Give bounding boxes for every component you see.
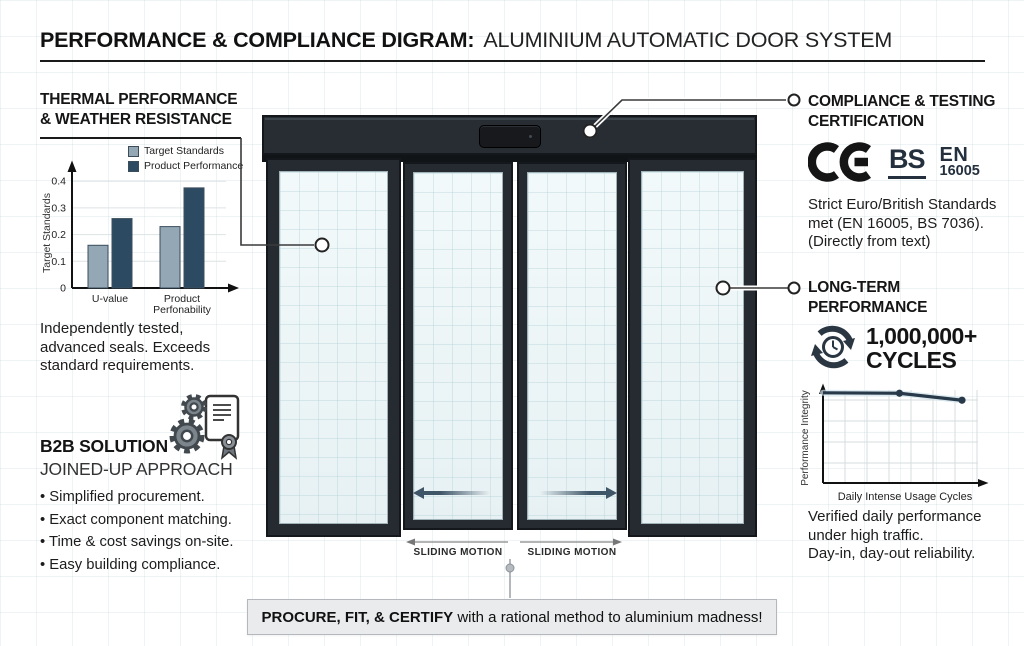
svg-text:Product: Product: [164, 293, 200, 305]
b2b-heading: B2B SOLUTION: [40, 436, 168, 456]
slide-right-arrow-icon: [540, 486, 618, 499]
legend-item: Product Performance: [128, 160, 243, 172]
door-sliding-panel-right: [517, 162, 627, 530]
door-fixed-panel-right: [628, 158, 757, 537]
longterm-description: Verified daily performance under high tr…: [808, 508, 982, 562]
slide-left-arrow-icon: [412, 486, 490, 499]
page-title-regular: ALUMINIUM AUTOMATIC DOOR SYSTEM: [483, 28, 893, 52]
door-track: [262, 155, 757, 162]
cycles-count: 1,000,000+ CYCLES: [866, 323, 977, 373]
certification-marks: BS EN 16005: [808, 140, 980, 184]
bottom-banner: PROCURE, FIT, & CERTIFY with a rational …: [247, 599, 777, 635]
svg-text:Target Standards: Target Standards: [41, 193, 53, 273]
thermal-description: Independently tested, advanced seals. Ex…: [40, 320, 211, 374]
bar-chart-plot: 0 0.1 0.2 0.3 0.4U-value ProductPerfonability…: [41, 160, 239, 315]
door-sensor: [478, 125, 541, 148]
sliding-motion-label-left: SLIDING MOTION: [413, 547, 503, 558]
legend-item: Target Standards: [128, 145, 243, 157]
svg-text:0.2: 0.2: [51, 229, 66, 241]
sliding-motion-label-right: SLIDING MOTION: [527, 547, 617, 558]
connector-dot: [505, 563, 515, 573]
callout-dot-compliance: [787, 93, 801, 107]
glass-pane: [279, 171, 388, 524]
page-title: PERFORMANCE & COMPLIANCE DIGRAM: ALUMINIU…: [40, 28, 892, 53]
svg-text:0.1: 0.1: [51, 256, 66, 268]
longterm-line-chart: Daily Intense Usage Cycles Performance In…: [800, 383, 989, 503]
title-divider: [40, 60, 985, 62]
motion-arrow-left-icon: [406, 538, 415, 546]
svg-text:Daily Intense Usage Cycles: Daily Intense Usage Cycles: [838, 491, 973, 503]
bullet-item: Exact component matching.: [40, 509, 234, 532]
motion-arrow-right-icon: [613, 538, 622, 546]
svg-text:Performance Integrity: Performance Integrity: [800, 390, 811, 486]
glass-pane: [412, 172, 503, 520]
compliance-description: Strict Euro/British Standards met (EN 16…: [808, 196, 997, 250]
door-sliding-panel-left: [403, 162, 513, 530]
gears-certificate-icon: [169, 394, 240, 460]
bullet-item: Time & cost savings on-site.: [40, 531, 233, 554]
legend-swatch-target: [128, 145, 139, 157]
svg-text:Perfonability: Perfonability: [153, 304, 212, 315]
longterm-heading: LONG-TERM PERFORMANCE: [808, 279, 928, 316]
ce-mark-icon: [808, 142, 872, 182]
bs-mark: BS: [888, 145, 926, 179]
en-16005-mark: EN 16005: [939, 143, 980, 179]
bullet-item: Easy building compliance.: [40, 554, 234, 577]
bar-chart-legend: Target Standards Product Performance: [128, 145, 243, 175]
door-fixed-panel-left: [266, 158, 401, 537]
door-header: [262, 115, 757, 155]
svg-text:U-value: U-value: [92, 293, 128, 305]
small-gear-icon: [181, 394, 207, 420]
large-gear-icon: [169, 418, 205, 454]
compliance-heading: COMPLIANCE & TESTING CERTIFICATION: [808, 93, 996, 130]
svg-text:0.4: 0.4: [51, 176, 66, 188]
cycle-clock-icon: [811, 325, 855, 369]
svg-text:0: 0: [60, 283, 66, 295]
svg-text:0.3: 0.3: [51, 202, 66, 214]
legend-swatch-product: [128, 160, 139, 172]
thermal-heading: THERMAL PERFORMANCE & WEATHER RESISTANCE: [40, 91, 238, 128]
glass-pane: [641, 171, 744, 524]
bullet-item: Simplified procurement.: [40, 486, 234, 509]
b2b-subheading: JOINED-UP APPROACH: [40, 459, 233, 479]
b2b-bullet-list: Simplified procurement. Exact component …: [40, 486, 234, 577]
page-title-bold: PERFORMANCE & COMPLIANCE DIGRAM:: [40, 28, 475, 52]
glass-pane: [527, 172, 618, 520]
door-illustration: [262, 115, 757, 537]
